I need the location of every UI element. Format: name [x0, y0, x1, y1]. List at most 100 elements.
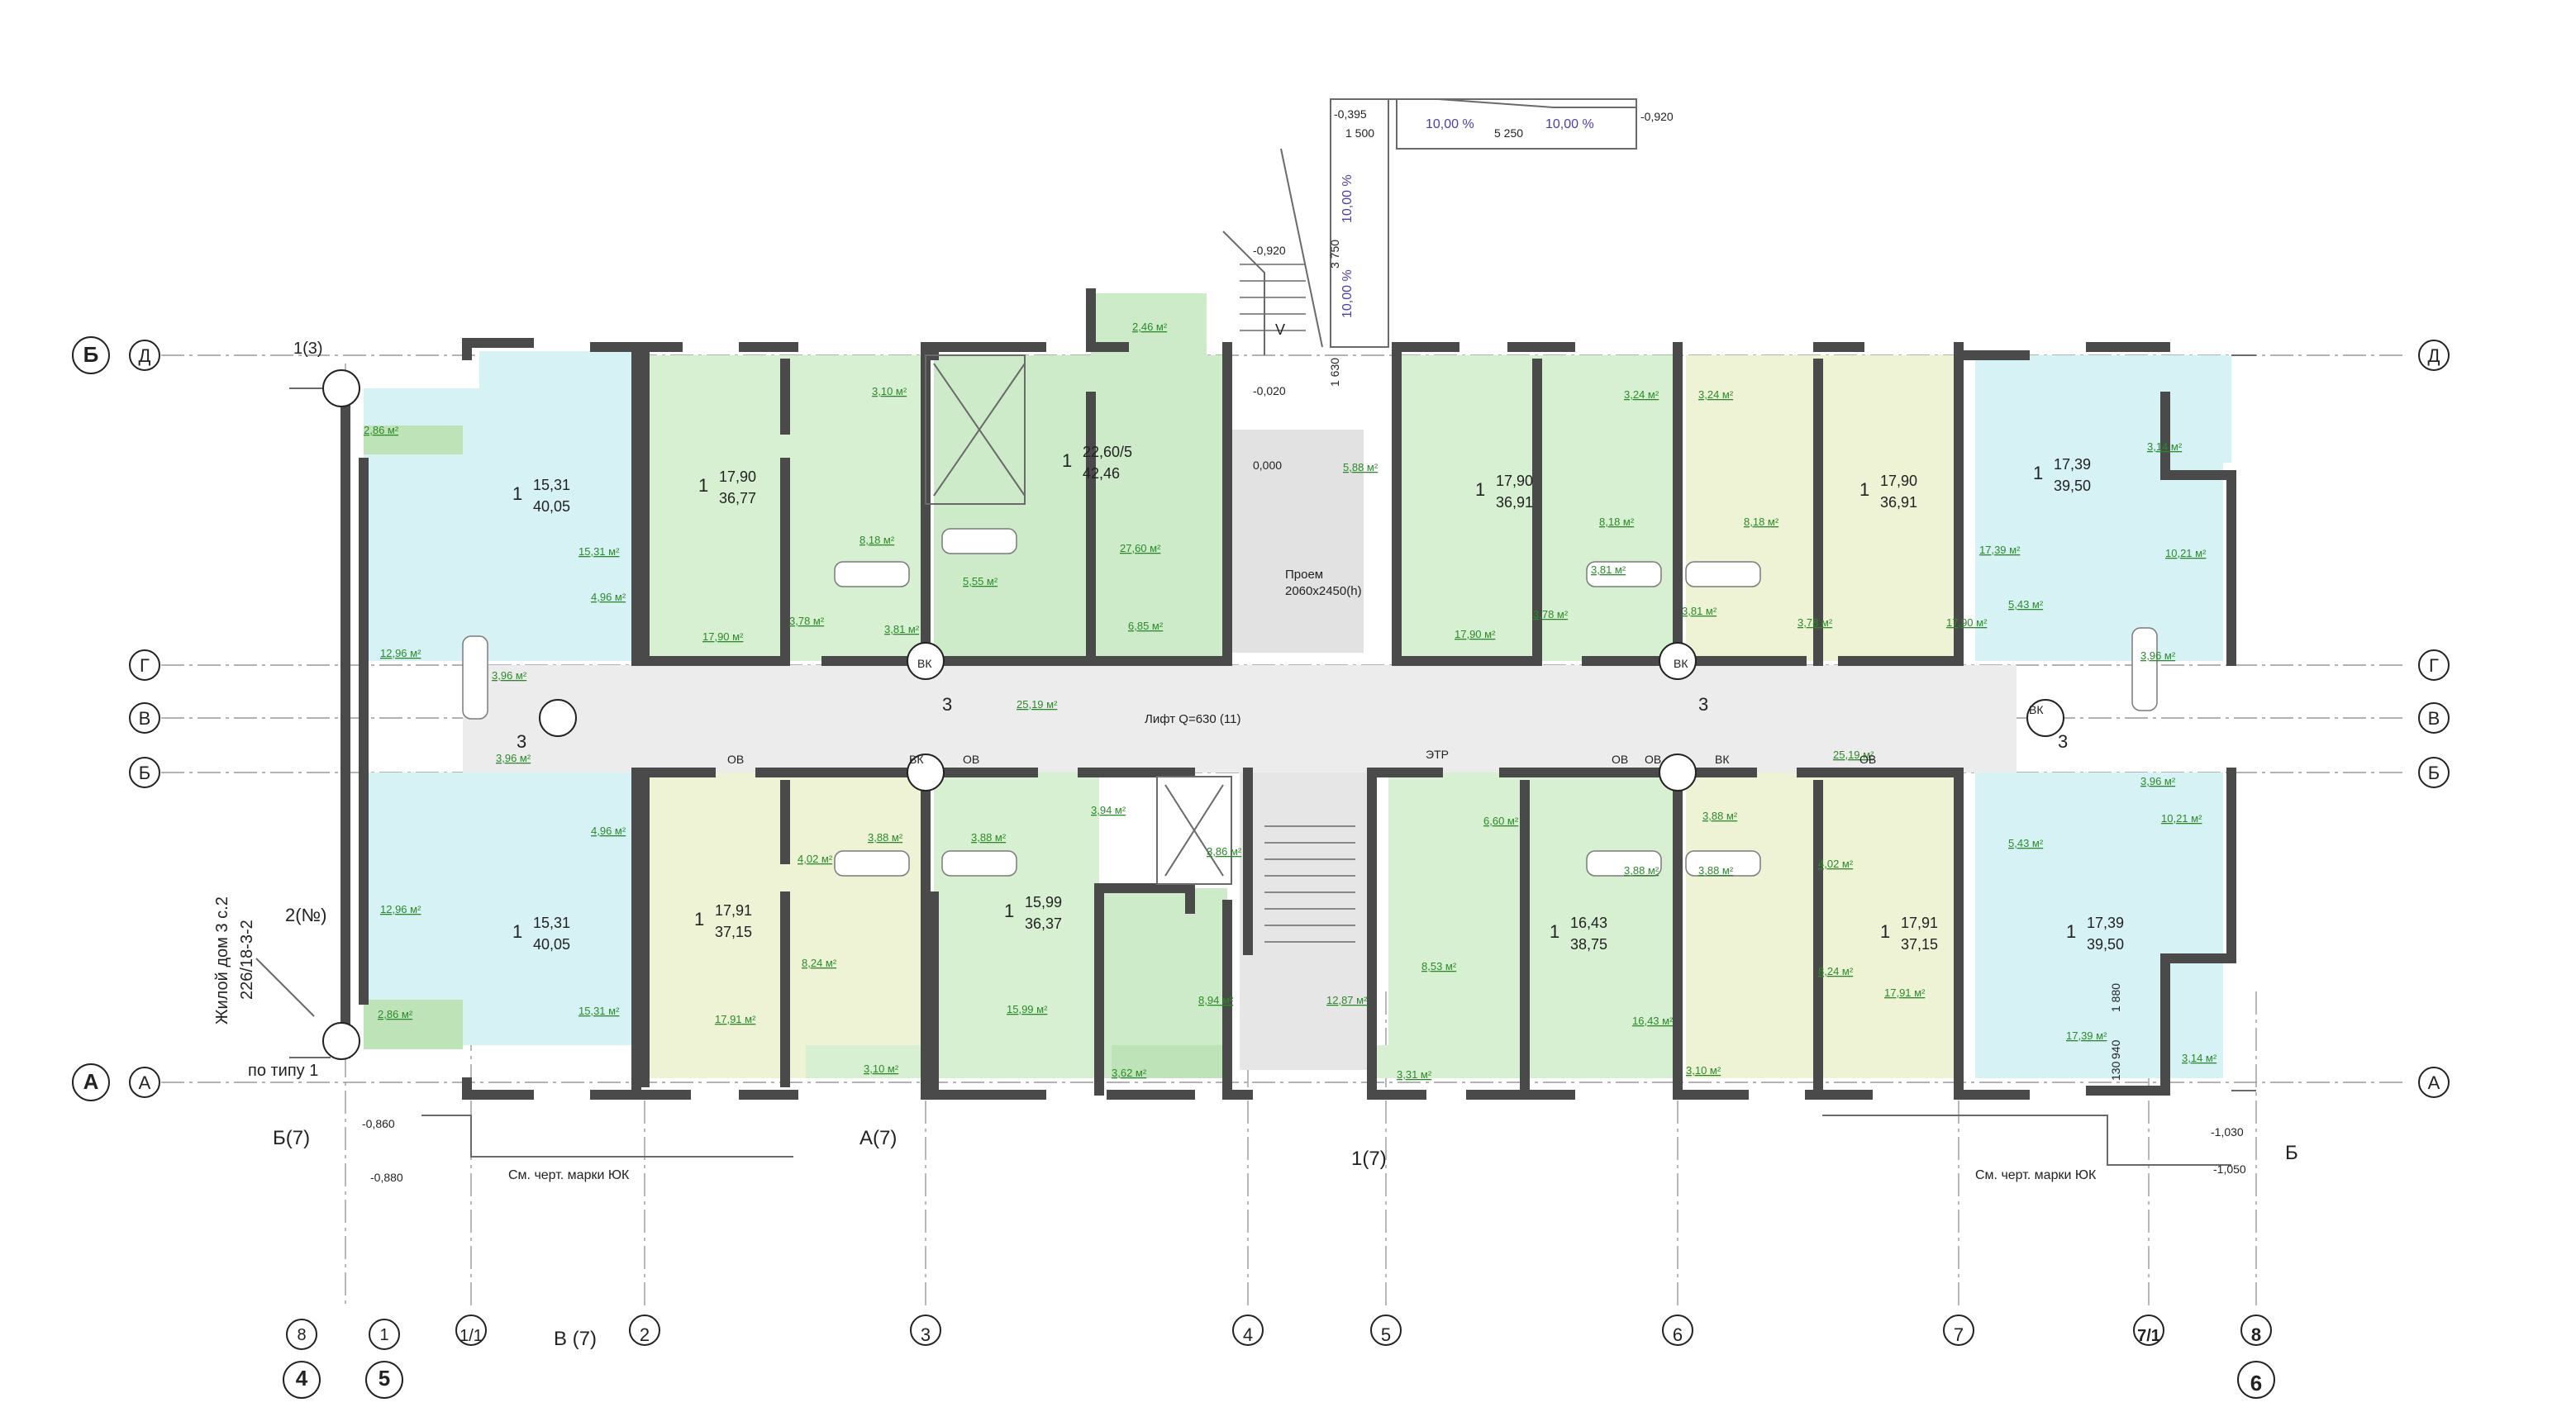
axis-letter-left: А — [83, 1069, 99, 1094]
room-area-label: 17,90 м² — [1455, 628, 1496, 640]
label-sec-v7: В (7) — [554, 1328, 597, 1350]
room-area-label: 5,88 м² — [1343, 461, 1378, 473]
apartment-number: 1 — [1859, 479, 1869, 500]
walls — [340, 288, 2236, 1100]
room-area-label: 3,10 м² — [864, 1063, 899, 1075]
ramp-dim-1: 1 500 — [1345, 126, 1374, 140]
room-area-label: 4,96 м² — [591, 825, 626, 837]
room-area-label: 8,94 м² — [1198, 994, 1234, 1006]
room-area-label: 3,88 м² — [1698, 864, 1734, 877]
label-ref-2: 2(№) — [285, 905, 327, 925]
label-opening-size: 2060x2450(h) — [1285, 584, 1362, 598]
apartment-number: 1 — [1062, 450, 1072, 471]
room-area-label: 3,81 м² — [1682, 605, 1717, 617]
label-stair-3d: 3 — [2058, 731, 2068, 752]
room-area-label: 3,10 м² — [872, 385, 907, 397]
apartment-total-area: 37,15 — [1901, 936, 1938, 953]
elevation-mark: -0,395 — [1334, 107, 1367, 121]
label-etr: ЭТР — [1426, 748, 1449, 761]
stair-steps — [1240, 264, 1355, 943]
room-area-label: 12,96 м² — [380, 903, 421, 915]
room-area-label: 2,46 м² — [1132, 321, 1168, 333]
axis-number-bottom: 7/1 — [2137, 1327, 2160, 1345]
apartment-number: 1 — [1880, 921, 1890, 942]
label-dim-940: 940 — [2109, 1039, 2122, 1059]
room-area-label: 8,18 м² — [1599, 516, 1635, 528]
apartment-total-area: 36,91 — [1880, 494, 1917, 511]
room-area-label: 27,60 м² — [1120, 542, 1161, 554]
axis-number-bottom: 6 — [2250, 1371, 2262, 1395]
apartment-total-area: 39,50 — [2054, 478, 2091, 494]
axis-number-bottom: 4 — [1243, 1324, 1253, 1345]
room-area-label: 3,96 м² — [492, 669, 527, 682]
label-vk-3: ВК — [1674, 657, 1688, 670]
room-area-label: 3,96 м² — [496, 752, 531, 764]
label-vk-2: ВК — [909, 753, 924, 766]
room-area-label: 8,24 м² — [802, 957, 837, 969]
apartment-number: 1 — [1550, 921, 1559, 942]
label-ref-3: по типу 1 — [248, 1062, 318, 1080]
room-area-label: 3,86 м² — [1207, 845, 1242, 858]
bath-fixtures — [462, 528, 2158, 877]
room-area-label: 15,31 м² — [579, 1005, 620, 1017]
room-area-label: 3,88 м² — [1624, 864, 1659, 877]
label-sec-b: Б — [2285, 1142, 2298, 1164]
room-area-label: 15,99 м² — [1007, 1003, 1048, 1015]
elevation-mark: -1,050 — [2213, 1162, 2246, 1176]
apartment-number: 1 — [1004, 901, 1014, 921]
axis-letter-right: А — [2428, 1072, 2440, 1093]
apartment-living-area: 17,91 — [715, 902, 752, 919]
label-see-uk-2: См. черт. марки ЮК — [1975, 1168, 2097, 1182]
apartment-number: 1 — [2066, 921, 2076, 942]
apartment-number: 1 — [698, 475, 708, 496]
room-area-label: 25,19 м² — [1017, 698, 1058, 711]
lift-hall — [1231, 430, 1364, 653]
room-area-label: 3,88 м² — [1702, 810, 1738, 822]
ramp-dim-3: 3 750 — [1328, 240, 1341, 269]
axis-number-bottom: 5 — [1381, 1324, 1391, 1345]
apartment-living-area: 17,39 — [2087, 915, 2124, 931]
room-area-label: 17,39 м² — [1979, 544, 2021, 556]
room-area-label: 6,85 м² — [1128, 620, 1164, 632]
apartment-living-area: 17,39 — [2054, 456, 2091, 473]
ramp-slope-1: 10,00 % — [1426, 117, 1474, 131]
elevation-mark: -1,030 — [2211, 1125, 2244, 1139]
label-ov-4: ОВ — [1859, 753, 1876, 766]
room-area-label: 5,43 м² — [2008, 837, 2044, 849]
apartment-living-area: 17,91 — [1901, 915, 1938, 931]
room-area-label: 3,88 м² — [971, 831, 1007, 844]
room-area-label: 3,14 м² — [2147, 440, 2183, 453]
axis-letter-left: Д — [139, 345, 151, 366]
label-sec-b7: Б(7) — [273, 1127, 310, 1149]
room-area-label: 4,96 м² — [591, 591, 626, 603]
room-area-label: 3,31 м² — [1397, 1068, 1432, 1081]
apartment-living-area: 15,31 — [533, 477, 570, 493]
apartment-total-area: 39,50 — [2087, 936, 2124, 953]
label-sec-a7: А(7) — [859, 1127, 897, 1149]
room-area-label: 2,86 м² — [378, 1008, 413, 1020]
room-area-label: 6,60 м² — [1483, 815, 1519, 827]
axis-number-bottom: 7 — [1954, 1324, 1964, 1345]
axis-letter-left: Б — [139, 763, 150, 783]
label-v-mark: V — [1275, 321, 1285, 338]
elevation-mark: -0,020 — [1253, 384, 1286, 397]
room-area-label: 8,53 м² — [1421, 960, 1457, 972]
axis-number-bottom: 4 — [296, 1366, 308, 1391]
room-area-label: 17,90 м² — [1946, 616, 1988, 629]
apartment-living-area: 22,60/5 — [1083, 444, 1132, 460]
label-sec-17: 1(7) — [1351, 1148, 1387, 1170]
apartment-living-area: 17,90 — [1496, 473, 1533, 489]
axis-letter-left: Б — [83, 342, 99, 367]
label-building-code: 226/18-3-2 — [238, 920, 256, 1000]
room-area-label: 3,81 м² — [884, 623, 920, 635]
apartment-total-area: 36,77 — [719, 490, 756, 506]
apartment-total-area: 40,05 — [533, 936, 570, 953]
room-area-label: 8,24 м² — [1818, 965, 1854, 977]
room-area-label: 3,24 м² — [1624, 388, 1659, 401]
room-area-label: 3,78 м² — [1533, 608, 1569, 620]
axis-number-bottom: 5 — [379, 1366, 390, 1391]
apartment-number: 1 — [512, 921, 522, 942]
axis-letter-right: Б — [2428, 763, 2440, 783]
apartment-total-area: 36,91 — [1496, 494, 1533, 511]
